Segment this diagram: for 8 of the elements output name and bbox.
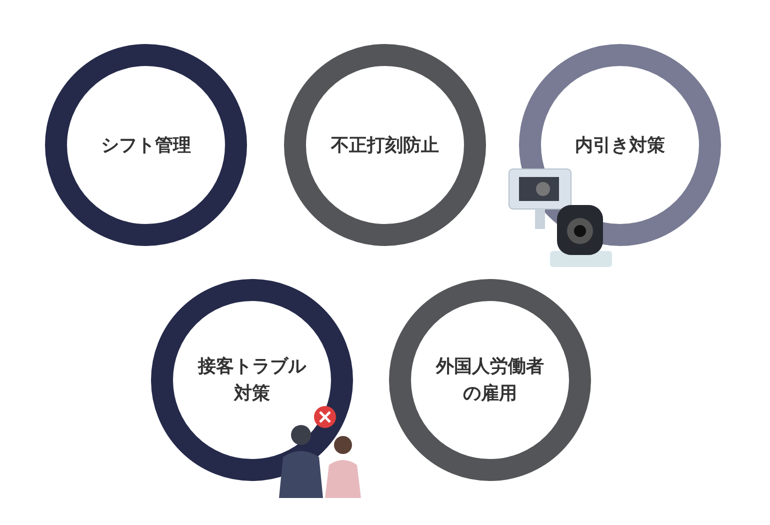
ring-circle (389, 279, 591, 481)
circle-label: 接客トラブル対策 (196, 355, 308, 406)
circle-label: 外国人労働者の雇用 (434, 355, 545, 406)
ring-circle (45, 44, 247, 246)
ring-circle (284, 44, 486, 246)
circle-label: シフト管理 (100, 134, 192, 158)
circle-label: 不正打刻防止 (330, 134, 440, 158)
circle-label: 内引き対策 (574, 134, 666, 158)
